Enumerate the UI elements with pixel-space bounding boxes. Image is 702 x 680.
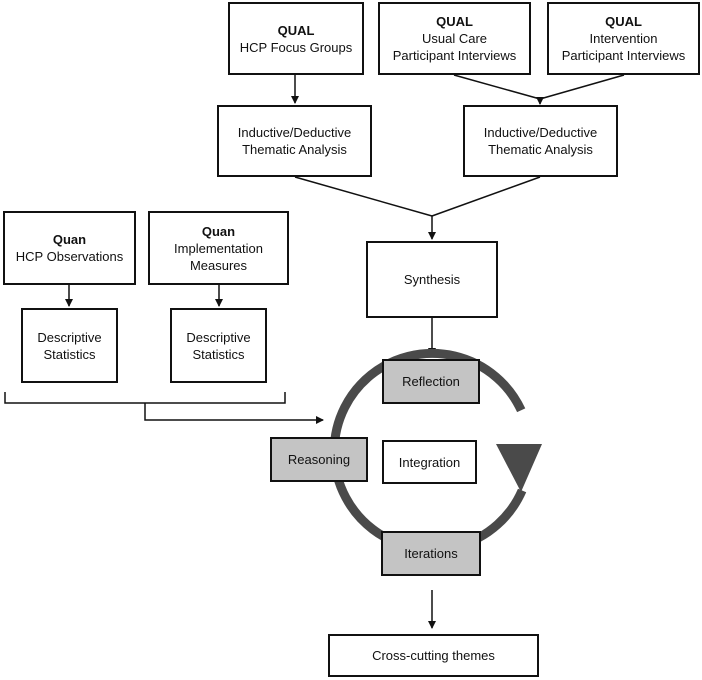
- box-text: Reflection: [402, 374, 460, 389]
- synthesis-box: Synthesis: [366, 241, 498, 318]
- quan-tag: Quan: [201, 223, 236, 239]
- qual-usual-care-box: QUAL Usual Care Participant Interviews: [378, 2, 531, 75]
- iterations-box: Iterations: [381, 531, 481, 576]
- quan-hcp-observations-box: Quan HCP Observations: [3, 211, 136, 285]
- quan-tag: Quan: [52, 232, 87, 247]
- reflection-box: Reflection: [382, 359, 480, 404]
- descriptive-statistics-right-box: Descriptive Statistics: [170, 308, 267, 383]
- cycle-arrowhead: [496, 444, 542, 492]
- box-text: Inductive/Deductive: [483, 125, 598, 140]
- box-text: Integration: [398, 454, 461, 470]
- box-text: Usual Care: [421, 31, 488, 46]
- box-text: Implementation: [174, 240, 263, 256]
- descriptive-statistics-left-box: Descriptive Statistics: [21, 308, 118, 383]
- box-text: Inductive/Deductive: [237, 125, 352, 140]
- box-text: Cross-cutting themes: [372, 648, 495, 663]
- reasoning-box: Reasoning: [270, 437, 368, 482]
- box-text: Descriptive: [37, 329, 102, 345]
- box-text: Reasoning: [287, 452, 351, 467]
- box-text: Thematic Analysis: [242, 142, 347, 157]
- box-text: Measures: [189, 257, 248, 273]
- line-usual-to-merge: [453, 74, 541, 100]
- qual-intervention-box: QUAL Intervention Participant Interviews: [547, 2, 700, 75]
- box-text: Statistics: [43, 346, 96, 362]
- quan-implementation-measures-box: Quan Implementation Measures: [148, 211, 289, 285]
- arrow-bracket-to-cycle: [144, 403, 324, 424]
- box-text: Participant Interviews: [561, 48, 686, 63]
- thematic-analysis-right-box: Inductive/Deductive Thematic Analysis: [463, 105, 618, 177]
- box-text: HCP Observations: [15, 249, 124, 264]
- line-thematic-left-to-merge: [294, 176, 433, 217]
- quan-bracket: [4, 392, 286, 404]
- box-text: Intervention: [589, 31, 658, 46]
- qual-tag: QUAL: [605, 14, 642, 29]
- integration-box: Integration: [382, 440, 477, 484]
- box-text: Participant Interviews: [392, 48, 517, 63]
- cross-cutting-themes-box: Cross-cutting themes: [328, 634, 539, 677]
- line-intervention-to-merge: [539, 74, 625, 100]
- qual-tag: QUAL: [277, 22, 315, 38]
- box-text: HCP Focus Groups: [239, 39, 353, 55]
- box-text: Iterations: [404, 546, 458, 561]
- thematic-analysis-left-box: Inductive/Deductive Thematic Analysis: [217, 105, 372, 177]
- box-text: Thematic Analysis: [488, 142, 593, 157]
- box-text: Statistics: [192, 346, 245, 362]
- line-thematic-right-to-merge: [431, 176, 541, 217]
- qual-tag: QUAL: [436, 14, 473, 29]
- box-text: Descriptive: [186, 329, 251, 345]
- qual-hcp-focus-groups-box: QUAL HCP Focus Groups: [228, 2, 364, 75]
- box-text: Synthesis: [403, 272, 461, 287]
